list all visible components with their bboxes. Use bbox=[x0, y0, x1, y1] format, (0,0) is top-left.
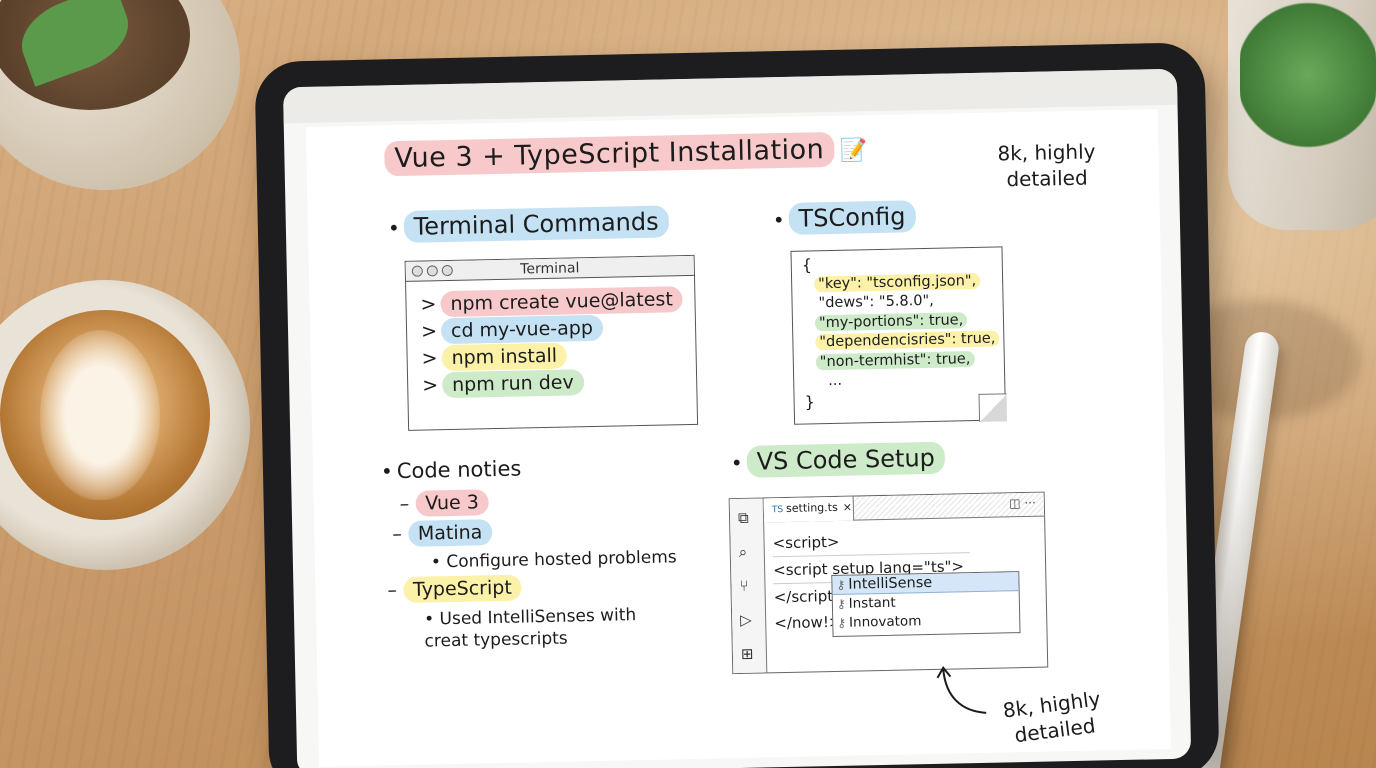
key-icon: ⚷ bbox=[837, 615, 847, 630]
json-line: "non-termhist": true, bbox=[815, 350, 975, 370]
close-icon[interactable]: × bbox=[842, 500, 853, 514]
curved-arrow-icon bbox=[936, 665, 987, 714]
terminal-window: Terminal >npm create vue@latest >cd my-v… bbox=[404, 254, 699, 431]
key-icon: ⚷ bbox=[836, 596, 846, 611]
tab-filename: setting.ts bbox=[785, 500, 838, 515]
bottom-note: 8k, highly detailed bbox=[1001, 686, 1102, 748]
bullet-icon: • bbox=[387, 216, 400, 241]
note-subitem-text: Used IntelliSenses with creat typescript… bbox=[424, 605, 637, 652]
json-line: "dependencisries": true, bbox=[815, 330, 1000, 351]
memo-icon: 📝 bbox=[840, 138, 869, 164]
dash-icon: – bbox=[387, 579, 404, 602]
page-curl bbox=[978, 393, 1008, 422]
note-subitem: • Used IntelliSenses with creat typescri… bbox=[424, 604, 655, 653]
page-title: Vue 3 + TypeScript Installation📝 bbox=[384, 131, 869, 177]
suggestion-label: IntelliSense bbox=[848, 574, 933, 593]
command-text: npm run dev bbox=[441, 369, 584, 399]
terminal-heading: •Terminal Commands bbox=[387, 205, 669, 243]
dash-icon: – bbox=[399, 492, 416, 516]
json-line: "key": "tsconfig.json", bbox=[814, 272, 981, 292]
typescript-file-icon: TS bbox=[771, 505, 784, 516]
corner-note: 8k, highly detailed bbox=[997, 139, 1096, 192]
command-text: npm create vue@latest bbox=[440, 286, 684, 318]
search-icon[interactable]: ⌕ bbox=[738, 542, 748, 561]
prompt-icon: > bbox=[420, 320, 438, 343]
title-text: Vue 3 + TypeScript Installation bbox=[384, 131, 835, 177]
bullet-icon: • bbox=[730, 450, 743, 476]
prompt-icon: > bbox=[421, 374, 439, 397]
note-label: Matina bbox=[407, 519, 493, 547]
extensions-icon[interactable]: ⊞ bbox=[740, 644, 754, 663]
bullet-icon: • bbox=[772, 207, 785, 233]
json-line: "my-portions": true, bbox=[814, 311, 968, 331]
note-label: Vue 3 bbox=[414, 489, 490, 517]
files-icon[interactable]: ⧉ bbox=[737, 508, 749, 527]
run-debug-icon[interactable]: ▷ bbox=[740, 610, 752, 629]
tablet-screen: Vue 3 + TypeScript Installation📝 8k, hig… bbox=[282, 68, 1192, 768]
bullet-icon: • bbox=[430, 552, 447, 573]
note-subitem-text: Configure hosted problems bbox=[446, 547, 677, 573]
note-label: TypeScript bbox=[402, 574, 523, 604]
note-item: – Vue 3 bbox=[399, 489, 490, 517]
dash-icon: – bbox=[392, 522, 409, 546]
terminal-title: Terminal bbox=[520, 260, 580, 278]
tsconfig-heading: •TSConfig bbox=[772, 200, 916, 235]
command-text: npm install bbox=[441, 342, 568, 372]
activity-bar: ⧉ ⌕ ⑂ ▷ ⊞ bbox=[729, 498, 768, 674]
key-icon: ⚷ bbox=[836, 577, 846, 592]
terminal-command: >npm create vue@latest bbox=[420, 286, 695, 319]
prompt-icon: > bbox=[421, 347, 438, 370]
tsconfig-heading-text: TSConfig bbox=[788, 200, 916, 235]
tsconfig-card: { "key": "tsconfig.json", "dews": "5.8.0… bbox=[790, 246, 1008, 425]
split-editor-icon[interactable]: ◫ ··· bbox=[1009, 495, 1036, 511]
code-line: <script> bbox=[772, 532, 840, 553]
notes-heading-text: Code noties bbox=[396, 456, 522, 484]
intellisense-suggestions: ⚷IntelliSense ⚷Instant ⚷Innovatom bbox=[831, 571, 1021, 638]
note-item: – Matina bbox=[392, 519, 493, 547]
terminal-heading-text: Terminal Commands bbox=[403, 205, 669, 243]
note-subitem: • Configure hosted problems bbox=[431, 547, 677, 572]
notes-page: Vue 3 + TypeScript Installation📝 8k, hig… bbox=[305, 109, 1171, 767]
suggestion-label: Innovatom bbox=[848, 613, 922, 631]
suggestion-label: Instant bbox=[848, 594, 896, 612]
latte-art bbox=[40, 330, 160, 500]
vscode-heading-text: VS Code Setup bbox=[746, 441, 946, 478]
prompt-icon: > bbox=[420, 293, 437, 316]
source-control-icon[interactable]: ⑂ bbox=[739, 576, 749, 595]
notes-heading: •Code noties bbox=[381, 457, 522, 484]
note-item: – TypeScript bbox=[387, 574, 523, 604]
json-line: "dews": "5.8.0", bbox=[818, 292, 934, 312]
tablet: Vue 3 + TypeScript Installation📝 8k, hig… bbox=[254, 42, 1220, 768]
succulent-plant-right bbox=[1240, 0, 1376, 150]
bullet-icon: • bbox=[380, 459, 394, 484]
bullet-icon: • bbox=[423, 609, 440, 630]
suggestion-item[interactable]: ⚷Innovatom bbox=[833, 610, 1019, 633]
vscode-heading: •VS Code Setup bbox=[730, 441, 946, 478]
command-text: cd my-vue-app bbox=[440, 314, 604, 345]
terminal-command: >npm run dev bbox=[422, 367, 697, 400]
